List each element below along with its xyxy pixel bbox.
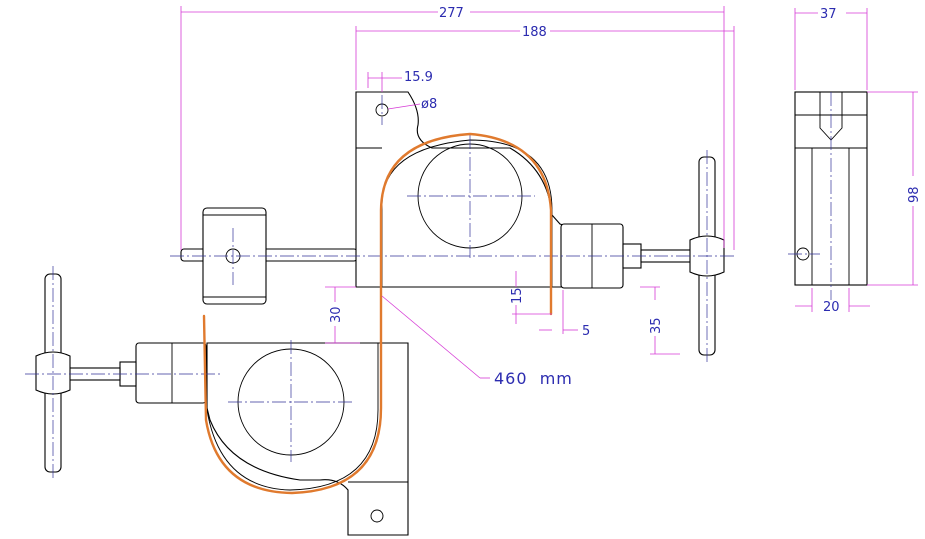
- dimension-lines: [180, 6, 918, 379]
- dim-hole-offset: 15.9: [404, 70, 433, 85]
- dim-side-base: 20: [823, 300, 840, 315]
- lower-clamp-assembly: [35, 273, 409, 536]
- dim-hole-diameter: ø8: [421, 97, 437, 112]
- dim-side-width: 37: [820, 7, 837, 22]
- lower-clamp-body: [206, 342, 409, 536]
- centerlines: [25, 92, 832, 480]
- upper-clamp-assembly: [180, 91, 725, 356]
- dim-body-width: 188: [522, 25, 547, 40]
- dim-gap-15: 15: [510, 287, 525, 304]
- dim-gap-30: 30: [329, 306, 344, 323]
- measuring-strip: [202, 132, 553, 495]
- upper-clamp-body: [355, 91, 564, 288]
- dim-gap-5: 5: [582, 324, 590, 339]
- lower-mount-hole: [370, 509, 384, 523]
- dimension-labels: 277 188 15.9 ø8 30 15 5 35 37 98 20 460 …: [329, 6, 922, 388]
- strip-path: [202, 132, 553, 495]
- dim-overall-length: 277: [439, 6, 464, 21]
- upper-sliding-collar: [202, 207, 267, 305]
- strip-length-label: 460 mm: [494, 369, 573, 388]
- dim-gap-35: 35: [649, 317, 664, 334]
- lower-clamp-cavity: [206, 343, 379, 491]
- dim-side-height: 98: [907, 186, 922, 203]
- lower-screw-housing: [135, 342, 207, 404]
